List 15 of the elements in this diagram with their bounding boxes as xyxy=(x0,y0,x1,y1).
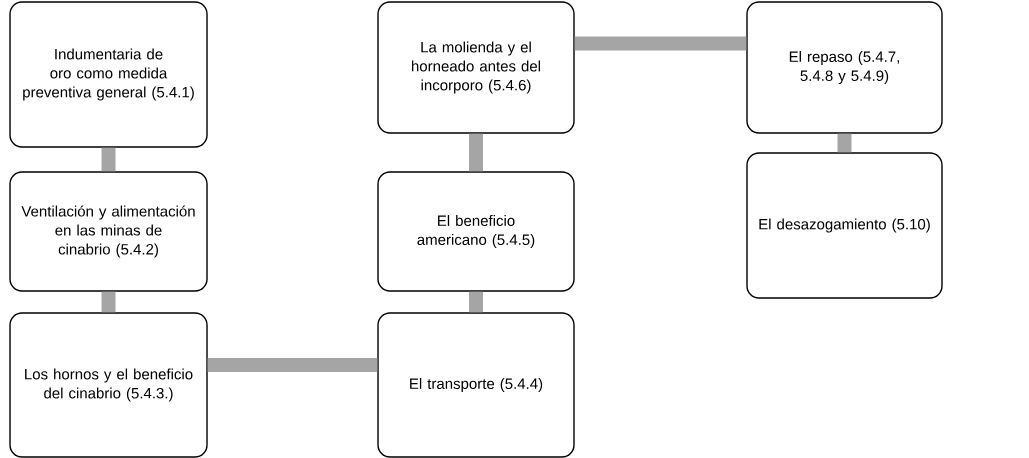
process-box: Los hornos y el beneficio del cinabrio (5.4.3.) xyxy=(9,312,208,458)
connector xyxy=(101,147,116,172)
connector xyxy=(101,291,116,313)
process-box: El repaso (5.4.7, 5.4.8 y 5.4.9) xyxy=(746,1,943,134)
process-box: Ventilación y alimentación en las minas de cinabrio (5.4.2) xyxy=(9,171,208,292)
process-box: El beneficio americano (5.4.5) xyxy=(377,171,575,292)
connector xyxy=(469,133,483,172)
process-box: La molienda y el horneado antes del incorporo (5.4.6) xyxy=(377,1,575,134)
process-box: Indumentaria de oro como medida preventiva general (5.4.1) xyxy=(9,1,208,148)
connector xyxy=(574,36,747,51)
process-box: El transporte (5.4.4) xyxy=(377,312,575,458)
connector xyxy=(837,133,852,153)
process-box: El desazogamiento (5.10) xyxy=(746,152,943,299)
connector xyxy=(207,358,378,372)
connector xyxy=(469,291,483,313)
